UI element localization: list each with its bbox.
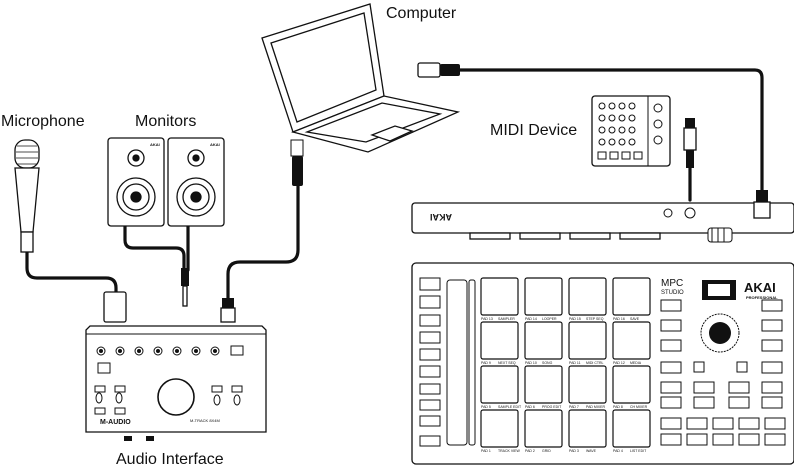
interface-model: M-TRACK 8X4M bbox=[190, 418, 220, 423]
pad-function: SAMPLE EDIT bbox=[498, 405, 522, 409]
pad-function: TRACK VIEW bbox=[498, 449, 520, 453]
mpc-studio: PAD 13 SAMPLER PAD 14 LOOPER PAD 15 STEP SE… bbox=[411, 262, 794, 465]
pad-label: PAD 1 bbox=[481, 449, 491, 453]
pad-function: STEP SEQ bbox=[586, 317, 604, 321]
label-microphone: Microphone bbox=[1, 113, 85, 130]
pad-function: SONG bbox=[542, 361, 553, 365]
pad-label: PAD 3 bbox=[569, 449, 579, 453]
pad-function: WAVE bbox=[586, 449, 597, 453]
mpc-model-sub: STUDIO bbox=[661, 290, 684, 296]
pad-function: LOOPER bbox=[542, 317, 557, 321]
mic-cable bbox=[25, 250, 118, 302]
label-midi-device: MIDI Device bbox=[490, 122, 578, 139]
microphone bbox=[14, 139, 40, 253]
monitor-brand: AKAI bbox=[150, 142, 160, 147]
pad-label: PAD 11 bbox=[569, 361, 581, 365]
mpc-side-brand: AKAI bbox=[430, 212, 452, 222]
pad-label: PAD 15 bbox=[569, 317, 581, 321]
label-monitors: Monitors bbox=[135, 113, 197, 130]
pad-label: PAD 10 bbox=[525, 361, 537, 365]
pad-function: SAMPLER bbox=[498, 317, 515, 321]
pad-function: LIST EDIT bbox=[630, 449, 647, 453]
pad-label: PAD 9 bbox=[481, 361, 491, 365]
usb-plug bbox=[417, 62, 441, 78]
mpc-brand-sub: PROFESSIONAL bbox=[746, 295, 778, 300]
pad-function: MIDI CTRL bbox=[586, 361, 604, 365]
pad-function: PAD MIXER bbox=[586, 405, 605, 409]
pad-label: PAD 16 bbox=[613, 317, 625, 321]
usb-cable-interface bbox=[226, 183, 300, 302]
pad-label: PAD 4 bbox=[613, 449, 623, 453]
usb-cable-mpc bbox=[458, 68, 764, 192]
pad-function: MEDIA bbox=[630, 361, 642, 365]
studio-monitors: AKAI AKAI bbox=[107, 137, 225, 307]
mpc-brand: AKAI bbox=[744, 280, 776, 295]
pad-label: PAD 2 bbox=[525, 449, 535, 453]
mpc-model: MPC bbox=[661, 278, 683, 289]
computer-laptop bbox=[261, 3, 461, 186]
pad-label: PAD 12 bbox=[613, 361, 625, 365]
pad-label: PAD 7 bbox=[569, 405, 579, 409]
pad-label: PAD 5 bbox=[481, 405, 491, 409]
pad-function: NEXT SEQ bbox=[498, 361, 516, 365]
pad-function: GRID bbox=[542, 449, 551, 453]
label-computer: Computer bbox=[386, 5, 457, 22]
pad-function: PROG EDIT bbox=[542, 405, 562, 409]
mpc-studio-side-view: AKAI bbox=[411, 190, 794, 243]
pad-label: PAD 13 bbox=[481, 317, 493, 321]
pad-label: PAD 14 bbox=[525, 317, 537, 321]
monitor-brand: AKAI bbox=[210, 142, 220, 147]
audio-interface: M-AUDIO M-TRACK 8X4M bbox=[85, 291, 267, 441]
interface-brand: M-AUDIO bbox=[100, 419, 131, 426]
pad-label: PAD 6 bbox=[525, 405, 535, 409]
monitor-cable-left bbox=[123, 223, 186, 272]
midi-device bbox=[591, 95, 697, 168]
pad-function: SAVE bbox=[630, 317, 640, 321]
pad-function: CH MIXER bbox=[630, 405, 648, 409]
pad-grid bbox=[480, 277, 651, 448]
pad-label: PAD 8 bbox=[613, 405, 623, 409]
label-audio-interface: Audio Interface bbox=[116, 451, 224, 468]
